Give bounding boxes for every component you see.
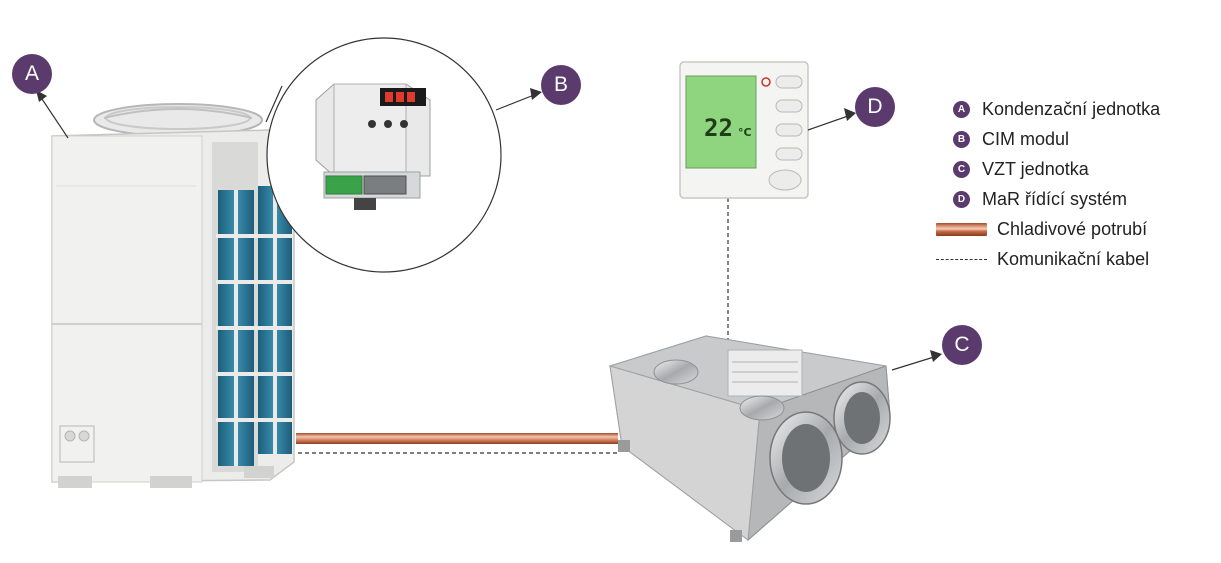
legend-marker-a: A — [953, 100, 970, 118]
legend-item-a: A Kondenzační jednotka — [936, 94, 1160, 124]
legend-item-pipe: Chladivové potrubí — [936, 214, 1160, 244]
refrigerant-pipe — [296, 433, 618, 444]
communication-cable — [298, 198, 729, 454]
thermostat-temperature: 22 — [704, 114, 733, 142]
thermostat: 22 °C — [679, 61, 809, 199]
thermostat-unit: °C — [738, 126, 752, 139]
badge-b: B — [541, 65, 581, 105]
legend-label-cable: Komunikační kabel — [997, 248, 1150, 269]
arrow-b — [495, 88, 542, 111]
cim-module-callout — [266, 37, 502, 273]
legend-cable-swatch — [936, 258, 987, 260]
condensing-unit — [51, 103, 295, 488]
arrow-a — [36, 90, 69, 139]
cim-module — [315, 83, 431, 210]
legend-label-a: Kondenzační jednotka — [982, 98, 1161, 119]
arrow-d — [807, 108, 856, 131]
legend-item-d: D MaR řídící systém — [936, 184, 1160, 214]
ventilation-unit — [608, 335, 891, 542]
legend-label-c: VZT jednotka — [982, 158, 1089, 179]
legend-marker-b: B — [953, 130, 970, 148]
legend-item-cable: Komunikační kabel — [936, 244, 1160, 274]
badge-d: D — [855, 87, 895, 127]
legend-label-pipe: Chladivové potrubí — [997, 218, 1148, 239]
badge-a: A — [12, 54, 52, 94]
legend-item-b: B CIM modul — [936, 124, 1160, 154]
legend-label-b: CIM modul — [982, 128, 1070, 149]
legend: A Kondenzační jednotka B CIM modul C VZT… — [936, 94, 1160, 274]
arrow-c — [891, 350, 942, 371]
legend-item-c: C VZT jednotka — [936, 154, 1160, 184]
legend-marker-d: D — [953, 190, 970, 208]
legend-label-d: MaR řídící systém — [982, 188, 1128, 209]
legend-pipe-swatch — [936, 222, 987, 236]
legend-marker-c: C — [953, 160, 970, 178]
badge-c: C — [942, 325, 982, 365]
